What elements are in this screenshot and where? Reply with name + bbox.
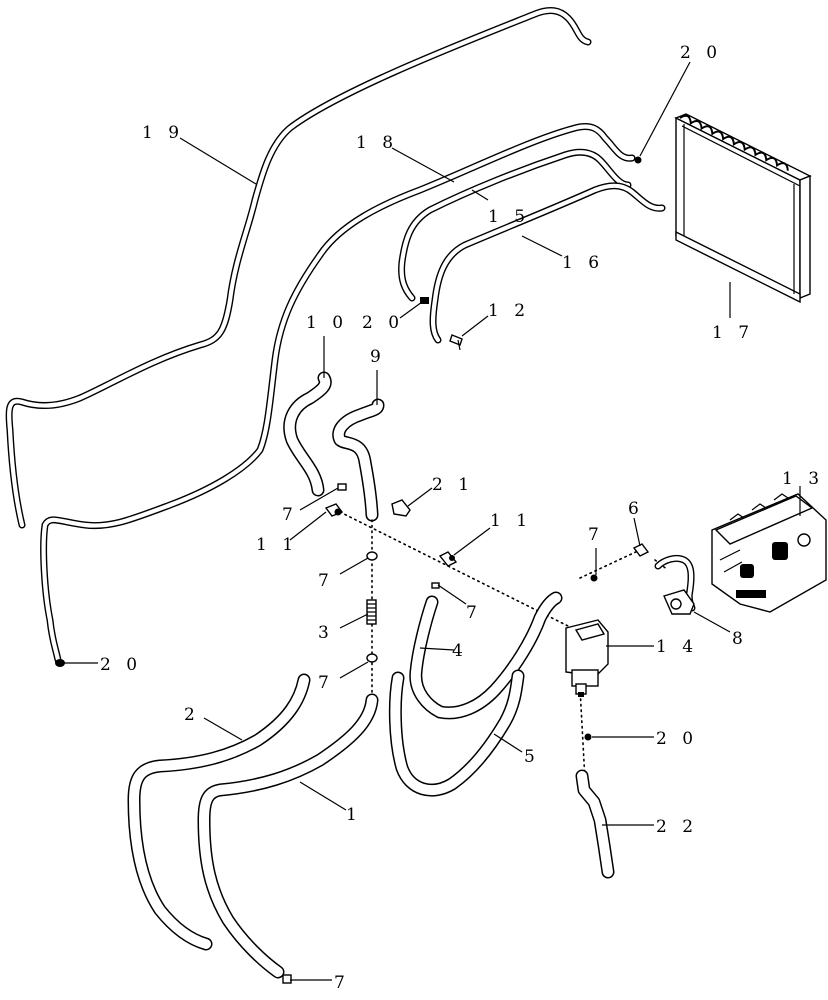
callout-5: 5 [524,747,540,767]
callout-8: 8 [732,629,748,649]
pipe-19 [5,7,592,529]
callout-11-b: 1 1 [490,511,532,531]
callout-20-top: 2 0 [680,43,722,63]
callout-7-d: 7 [466,603,482,623]
callout-7-a: 7 [282,505,298,525]
callout-7-b: 7 [588,525,604,545]
callout-15: 1 5 [488,207,530,227]
callout-20-left: 2 0 [100,655,142,675]
hose-1 [197,693,379,979]
callout-14: 1 4 [656,637,698,657]
callout-21: 2 1 [432,475,474,495]
hose-9 [332,398,385,522]
sensor-8 [654,554,696,615]
callout-20-mid: 2 0 [362,313,404,333]
hose-5 [388,669,525,797]
callout-11-a: 1 1 [256,535,298,555]
callout-13: 1 3 [782,469,824,489]
hose-2 [127,673,311,951]
callout-20-low: 2 0 [656,729,698,749]
callout-3: 3 [318,623,334,643]
callout-6: 6 [628,499,644,519]
radiator-17 [674,113,812,304]
hose-10 [283,371,332,497]
pump-13 [711,493,827,613]
callout-18: 1 8 [356,133,398,153]
callout-7-c: 7 [318,571,334,591]
callout-1: 1 [346,805,362,825]
callout-4: 4 [452,641,468,661]
hose-22 [575,769,615,879]
leader-lines [64,61,801,981]
callout-7-f: 7 [334,973,350,993]
callout-2: 2 [184,705,200,725]
hose-4 [409,591,563,720]
pipe-18 [40,122,636,664]
callout-12: 1 2 [488,301,530,321]
callout-17: 1 7 [712,323,754,343]
callout-9: 9 [370,347,386,367]
callout-10: 1 0 [306,313,348,333]
pipe-15 [398,148,632,302]
callout-16: 1 6 [562,253,604,273]
fittings [55,156,650,984]
valve-14 [565,619,609,697]
pipe-16 [429,182,666,344]
callout-labels: 1 9 1 8 1 5 1 6 1 7 2 0 2 0 1 2 1 0 9 2 … [100,43,824,993]
callout-19: 1 9 [142,123,184,143]
callout-7-e: 7 [318,673,334,693]
callout-22: 2 2 [656,817,698,837]
